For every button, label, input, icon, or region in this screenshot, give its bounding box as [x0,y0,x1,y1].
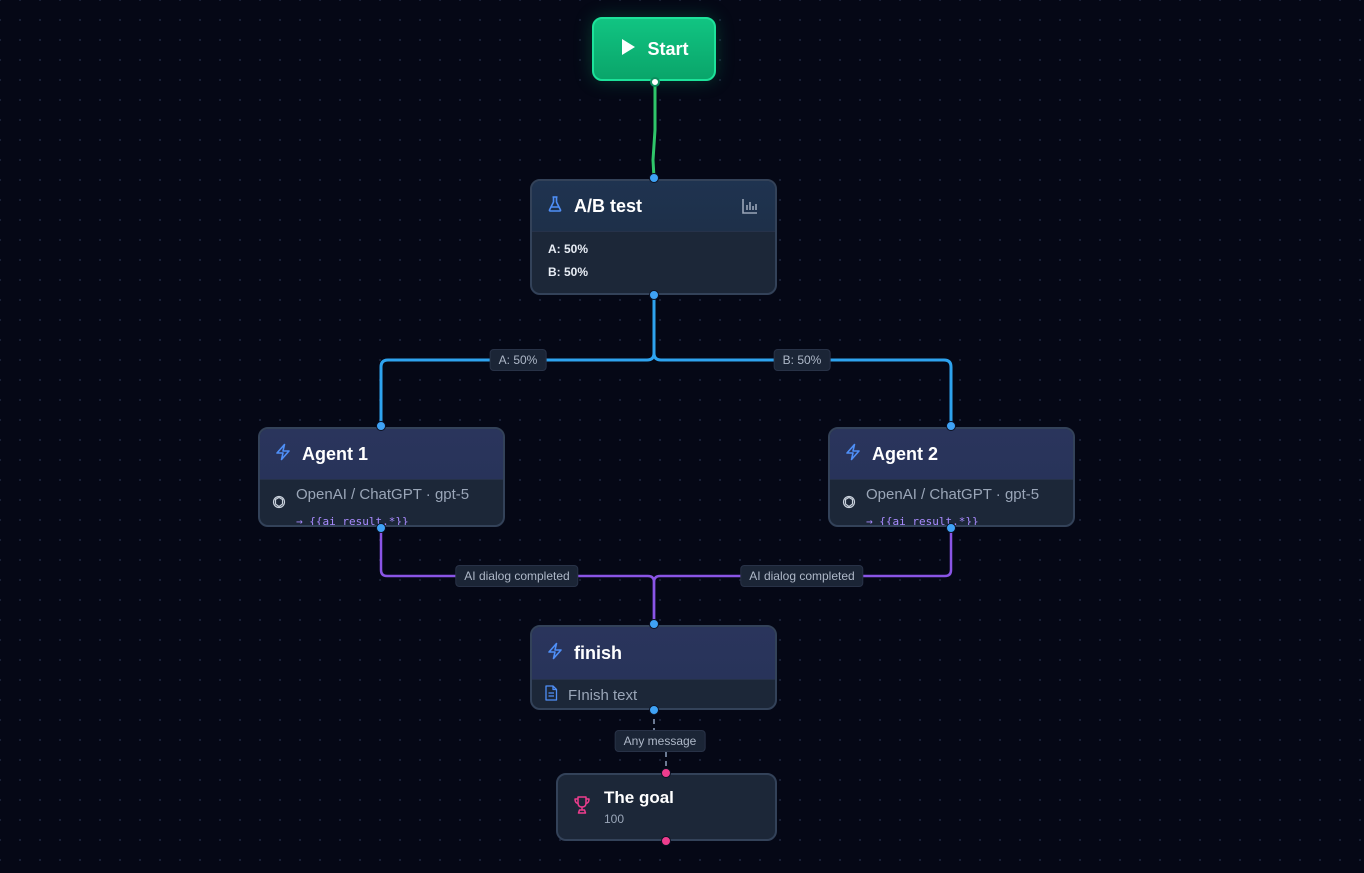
ab-input-handle[interactable] [649,173,659,183]
agent2-body: OpenAI / ChatGPT · gpt-5 → {{ai_result.*… [830,480,1073,527]
start-label: Start [647,38,689,59]
goal-value: 100 [604,812,625,826]
finish-output-handle[interactable] [649,705,659,715]
edge-label-agent2-done[interactable]: AI dialog completed [740,565,864,587]
ab-test-body: A: 50% B: 50% [532,232,775,292]
agent2-provider: OpenAI / ChatGPT · gpt-5 [866,486,1040,503]
flask-icon [546,195,564,218]
document-icon [544,685,558,706]
openai-icon [842,495,856,514]
finish-body: FInish text [532,680,775,708]
goal-input-handle[interactable] [661,768,671,778]
agent1-body: OpenAI / ChatGPT · gpt-5 → {{ai_result.*… [260,480,503,527]
edge-label-any-message[interactable]: Any message [614,730,706,752]
edge-label-agent1-done[interactable]: AI dialog completed [455,565,579,587]
ab-test-title: A/B test [574,195,643,216]
finish-node[interactable]: finish FInish text [530,625,777,710]
goal-node[interactable]: The goal 100 [556,773,777,841]
play-icon [619,38,637,61]
agent1-output-handle[interactable] [376,523,386,533]
start-node[interactable]: Start [592,17,716,81]
ab-line-b: B: 50% [548,265,589,279]
start-output-handle[interactable] [650,77,660,87]
finish-input-handle[interactable] [649,619,659,629]
goal-title: The goal [604,788,674,807]
bar-chart-icon[interactable] [741,197,759,220]
ab-test-node[interactable]: A/B test A: 50% B: 50% [530,179,777,295]
lightning-icon [844,443,862,466]
trophy-icon [572,795,592,820]
ab-output-handle[interactable] [649,290,659,300]
edge-start-to-ab[interactable] [651,82,657,179]
agent2-output-handle[interactable] [946,523,956,533]
agent1-input-handle[interactable] [376,421,386,431]
agent2-header: Agent 2 [830,429,1073,480]
ab-test-header: A/B test [532,181,775,232]
goal-output-handle[interactable] [661,836,671,846]
ab-line-a: A: 50% [548,242,589,256]
agent2-node[interactable]: Agent 2 OpenAI / ChatGPT · gpt-5 → {{ai_… [828,427,1075,527]
finish-title: finish [574,642,622,663]
finish-header: finish [532,627,775,680]
agent1-title: Agent 1 [302,443,369,464]
agent2-title: Agent 2 [872,443,939,464]
lightning-icon [274,443,292,466]
openai-icon [272,495,286,514]
edge-label-branch-b[interactable]: B: 50% [773,349,831,371]
agent1-output-var: → {{ai_result.*}} [296,515,409,527]
edge-label-branch-a[interactable]: A: 50% [489,349,547,371]
finish-content: FInish text [568,687,638,704]
agent2-output-var: → {{ai_result.*}} [866,515,979,527]
lightning-icon [546,642,564,665]
agent1-header: Agent 1 [260,429,503,480]
agent1-provider: OpenAI / ChatGPT · gpt-5 [296,486,470,503]
agent2-input-handle[interactable] [946,421,956,431]
agent1-node[interactable]: Agent 1 OpenAI / ChatGPT · gpt-5 → {{ai_… [258,427,505,527]
